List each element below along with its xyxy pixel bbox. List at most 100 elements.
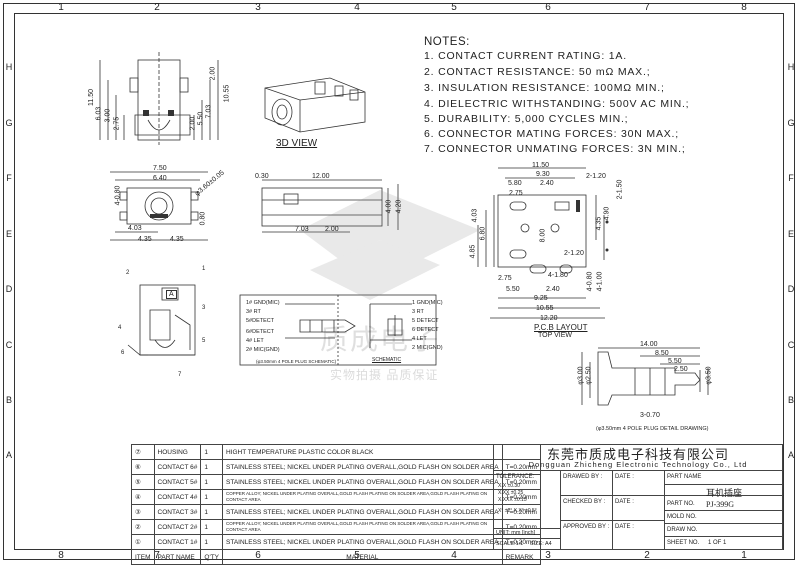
bom-item: ① <box>131 534 155 550</box>
bom-material: STAINLESS STEEL; NICKEL UNDER PLATING OV… <box>222 474 503 490</box>
row-left: B <box>5 395 12 405</box>
dim-label: 6.03 <box>95 106 103 121</box>
callout: 6 <box>121 350 125 356</box>
part-name-value: 耳机插座 <box>706 488 743 498</box>
plug-detail <box>581 347 709 406</box>
dim-label: 4.03 <box>128 225 142 232</box>
dim-label: 4.35 <box>138 236 152 243</box>
pin-left: 3# RT <box>246 309 261 315</box>
dim-label: 3-0.70 <box>640 412 660 419</box>
dim-label: 5.50 <box>668 358 682 365</box>
dim-label: 0.80 <box>199 211 207 226</box>
pin-right: 4 LET <box>412 336 427 342</box>
dim-label: 0.30 <box>255 173 269 180</box>
dim-label: 2-1.20 <box>564 250 584 257</box>
row-right: B <box>787 395 794 405</box>
bom-material: STAINLESS STEEL; NICKEL UNDER PLATING OV… <box>222 534 503 550</box>
bom-material: COPPER ALLOY; NICKEL UNDER PLATING OVERA… <box>222 489 503 505</box>
plug-detail-label: (φ3.50mm 4 POLE PLUG DETAIL DRAWING) <box>596 426 709 432</box>
front-view <box>99 52 219 145</box>
callout: 1 <box>202 266 206 272</box>
dim-label: 2-1.50 <box>616 179 624 200</box>
row-right: A <box>787 450 794 460</box>
divider <box>664 523 783 524</box>
drawed-by-label: DRAWED BY : <box>563 474 603 480</box>
col-top: 6 <box>545 2 551 13</box>
divider <box>493 538 560 539</box>
bom-header: MATERIAL <box>222 549 503 565</box>
bom-item: ③ <box>131 504 155 520</box>
sheet-value: 1 OF 1 <box>708 540 727 546</box>
dim-label: 2.40 <box>546 286 560 293</box>
dim-label: φ3.50 <box>705 366 713 385</box>
dim-label: 7.03 <box>295 226 309 233</box>
sheet-no-label: SHEET NO. <box>667 540 700 546</box>
pin-left: 6#DETECT <box>246 329 275 335</box>
divider <box>664 510 783 511</box>
dim-label: 10.55 <box>536 305 554 312</box>
dim-label: 12.00 <box>312 173 330 180</box>
bom-qty: 1 <box>200 444 223 460</box>
bom-qty: 1 <box>200 519 223 535</box>
tolerance-line: X.XXX ±0.15 <box>498 497 527 503</box>
row-left: E <box>5 229 12 239</box>
bom-name: CONTACT 2# <box>153 519 202 535</box>
pin-left: 2# MIC(GND) <box>246 347 280 353</box>
divider <box>493 470 783 471</box>
tolerance-line: X.X ±0.30 <box>498 483 520 489</box>
dim-label: 7.03 <box>205 104 213 119</box>
dim-label: 4.85 <box>469 244 477 259</box>
dim-label: 2.40 <box>540 180 554 187</box>
dim-label: 12.20 <box>540 315 558 322</box>
dim-label: 5.50 <box>197 111 205 126</box>
note-item: 7. CONNECTOR UNMATING FORCES: 3N MIN.; <box>424 143 686 155</box>
bom-qty: 1 <box>200 489 223 505</box>
bom-item: ② <box>131 519 155 535</box>
dim-label: 4-0.80 <box>114 185 122 206</box>
marker-a: A <box>166 290 177 299</box>
part-no-label: PART NO. <box>667 501 695 507</box>
dim-label: 6.80 <box>479 226 487 241</box>
callout: 2 <box>126 270 130 276</box>
part-no-value: PJ-399G <box>706 500 735 509</box>
plug-schematic-label: (φ3.50mm 4 POLE PLUG SCHEMATIC) <box>256 359 337 364</box>
dim-label: 4-0.80 <box>586 271 594 292</box>
section-view <box>127 284 196 356</box>
callout: 3 <box>202 305 206 311</box>
dim-label: 2.00 <box>209 66 217 81</box>
dim-label: 7.50 <box>153 165 167 172</box>
dim-label: 4.20 <box>395 199 403 214</box>
view-3d-label: 3D VIEW <box>276 138 318 149</box>
dim-label: 9.25 <box>534 295 548 302</box>
top-view-label: TOP VIEW <box>538 332 572 339</box>
row-left: H <box>5 62 13 72</box>
tolerance-label: TOLERANCE: <box>496 474 535 480</box>
pin-left: 5#DETECT <box>246 318 275 324</box>
dim-label: 10.55 <box>223 84 231 103</box>
pin-left: 4# LET <box>246 338 264 344</box>
date-label: DATE : <box>615 474 634 480</box>
dim-label: 2.50 <box>674 366 688 373</box>
note-item: 4. DIELECTRIC WITHSTANDING: 500V AC MIN.… <box>424 98 690 110</box>
dim-label: 5.80 <box>508 180 522 187</box>
view-3d <box>264 77 366 133</box>
col-top: 2 <box>154 2 160 13</box>
row-left: D <box>5 284 13 294</box>
divider <box>560 470 561 550</box>
dim-label: 8.50 <box>655 350 669 357</box>
dim-label: 9.30 <box>536 171 550 178</box>
bom-item: ④ <box>131 489 155 505</box>
bom-header: PART NAME <box>153 549 202 565</box>
row-right: D <box>787 284 795 294</box>
drawing-canvas <box>99 52 709 406</box>
col-top: 4 <box>354 2 360 13</box>
dim-label: 4-1.80 <box>548 272 568 279</box>
divider <box>664 536 783 537</box>
dim-label: 4.35 <box>170 236 184 243</box>
dim-label: φ2.50 <box>585 366 593 385</box>
